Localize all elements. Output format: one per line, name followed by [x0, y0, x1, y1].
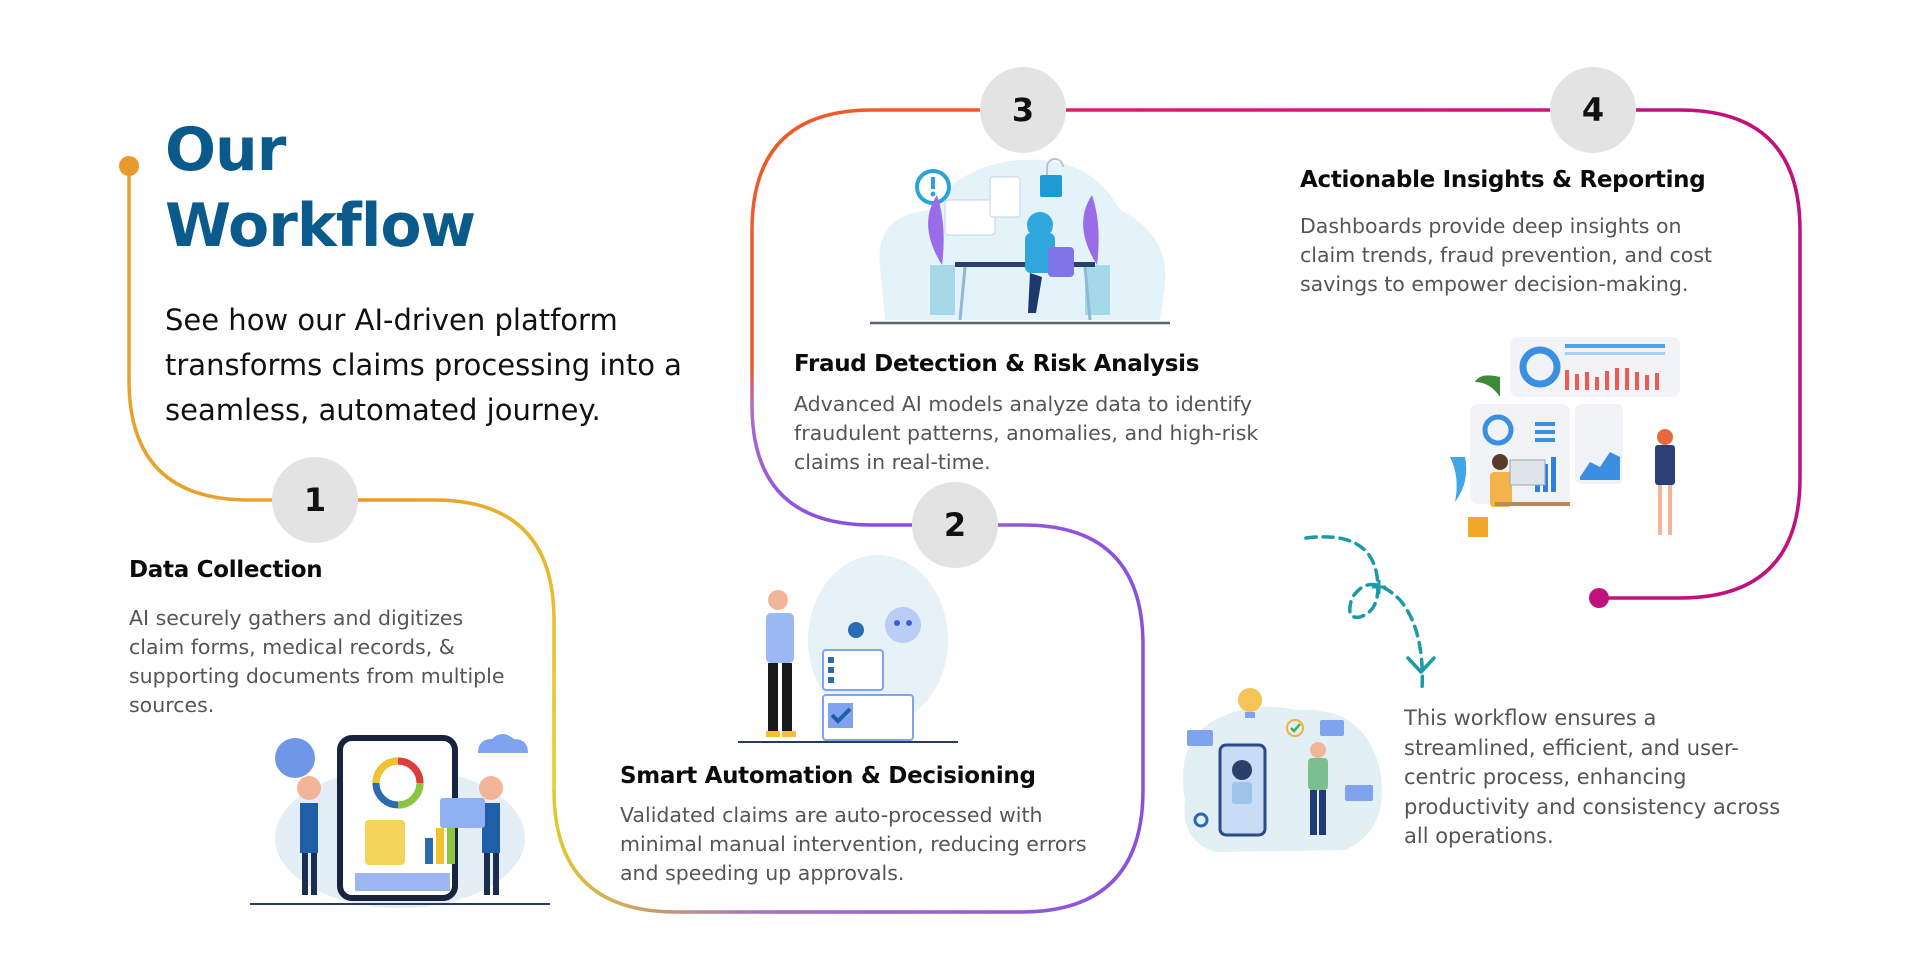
path-end-dot	[1589, 588, 1609, 608]
step-2-badge: 2	[912, 482, 998, 568]
step-3-description: Advanced AI models analyze data to ident…	[794, 392, 1259, 474]
arrow-plus-icon	[1372, 580, 1386, 594]
step-4-title: Actionable Insights & Reporting	[1300, 167, 1706, 193]
path-segment-intro-to-step1	[127, 166, 272, 502]
path-start-dot	[119, 156, 139, 176]
path-segment-step1-right	[358, 498, 556, 790]
page-title-line1: Our	[165, 115, 286, 185]
data-collection-illustration	[250, 734, 550, 908]
step-4-badge: 4	[1550, 67, 1636, 153]
path-segment-step4-end	[1599, 108, 1802, 600]
step-3-title: Fraud Detection & Risk Analysis	[794, 351, 1200, 377]
automation-robot-illustration	[738, 555, 958, 743]
dashboard-reporting-illustration	[1450, 337, 1680, 537]
step-3-badge: 3	[980, 67, 1066, 153]
intro-text: See how our AI-driven platform transform…	[165, 303, 682, 427]
step-1-title: Data Collection	[129, 557, 323, 583]
fraud-detection-illustration	[870, 158, 1170, 325]
step-2-description: Validated claims are auto-processed with…	[620, 803, 1087, 885]
page-title-line2: Workflow	[165, 191, 476, 261]
dashed-arrow-icon	[1304, 535, 1425, 692]
step-2-title: Smart Automation & Decisioning	[620, 763, 1036, 789]
arrow-head-icon	[1406, 656, 1436, 674]
page-title: Our Workflow	[165, 112, 476, 264]
step-1-badge: 1	[272, 457, 358, 543]
user-robot-chat-illustration	[1183, 688, 1382, 852]
step-1-description: AI securely gathers and digitizes claim …	[129, 606, 505, 717]
summary-text: This workflow ensures a streamlined, eff…	[1404, 706, 1781, 848]
step-4-description: Dashboards provide deep insights on clai…	[1300, 214, 1713, 296]
path-segment-step2-to-step3	[750, 108, 980, 527]
path-segment-step1-to-step2	[552, 523, 1145, 914]
